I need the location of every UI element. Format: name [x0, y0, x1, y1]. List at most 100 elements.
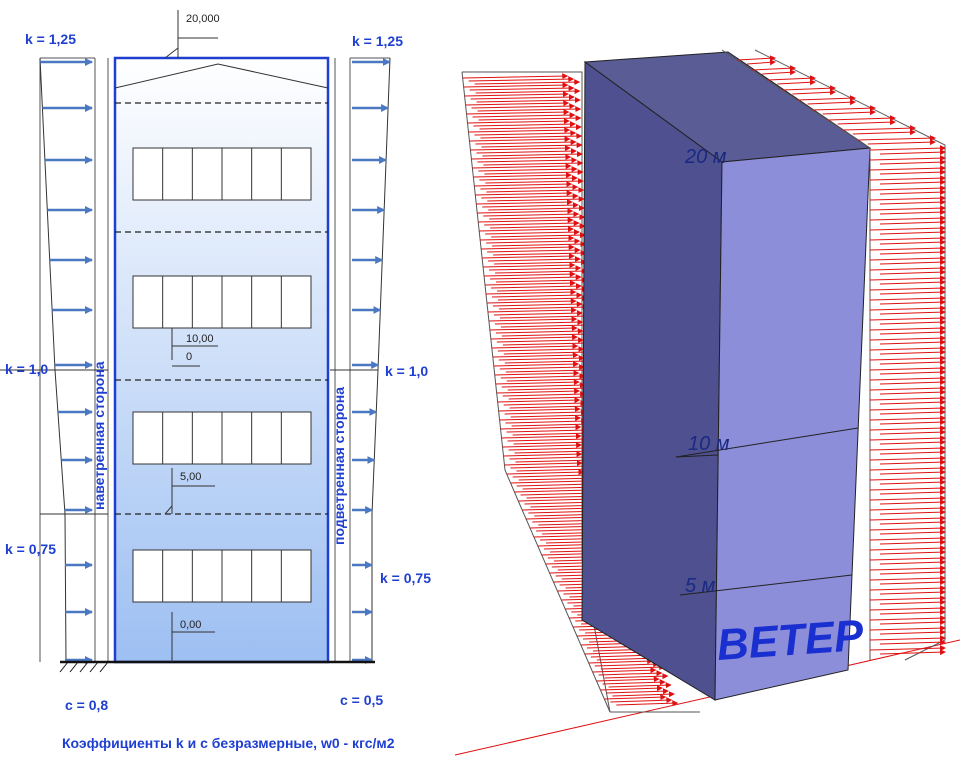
red-wind-arrow — [869, 605, 946, 612]
red-wind-arrow — [476, 97, 581, 104]
red-wind-arrow — [869, 305, 946, 312]
red-wind-arrow — [869, 595, 946, 602]
red-wind-arrow — [486, 298, 577, 305]
elevation-diagram: 20,000 10,00 0 5,00 0,00 наветренная сто… — [0, 10, 431, 751]
red-wind-arrow — [468, 76, 575, 83]
red-wind-arrow — [487, 307, 578, 314]
red-wind-arrow — [486, 187, 585, 194]
leeward-load-profile — [330, 57, 391, 664]
red-wind-arrow — [499, 313, 590, 320]
red-wind-arrow — [510, 478, 588, 485]
k-mid-right: k = 1,0 — [385, 363, 428, 379]
red-wind-arrow — [879, 359, 946, 366]
red-wind-arrow — [498, 304, 589, 311]
red-wind-arrow — [869, 465, 946, 472]
red-wind-arrow — [869, 475, 946, 482]
red-wind-arrow — [499, 415, 582, 422]
red-wind-arrow — [489, 214, 586, 221]
red-wind-arrow — [472, 163, 572, 170]
red-wind-arrow — [604, 673, 669, 680]
red-wind-arrow — [496, 277, 588, 284]
windward-side-label: наветренная сторона — [91, 361, 107, 510]
red-wind-arrow — [879, 329, 946, 336]
red-wind-arrow — [879, 259, 946, 266]
red-wind-arrow — [879, 159, 946, 166]
elevation-top-label: 20,000 — [186, 13, 220, 25]
red-wind-arrow — [879, 439, 946, 446]
elevation-mid-zero-label: 0 — [186, 351, 192, 363]
red-wind-arrow — [466, 109, 570, 116]
red-wind-arrow — [869, 325, 946, 332]
red-wind-arrow — [480, 184, 579, 191]
windward-load-profile — [0, 57, 109, 664]
red-wind-arrow — [869, 225, 946, 232]
red-wind-arrow — [503, 400, 587, 407]
red-wind-arrow — [869, 245, 946, 252]
red-wind-arrow — [492, 352, 579, 359]
red-wind-arrow — [879, 199, 946, 206]
red-wind-arrow — [514, 448, 595, 455]
red-wind-arrow — [822, 109, 876, 116]
red-wind-arrow — [869, 285, 946, 292]
red-wind-arrow — [869, 185, 946, 192]
red-wind-arrow — [869, 295, 946, 302]
red-wind-arrow — [494, 259, 588, 266]
red-wind-arrow — [502, 442, 583, 449]
red-wind-arrow — [495, 328, 584, 335]
red-wind-arrow — [502, 340, 591, 347]
red-wind-arrow — [498, 406, 581, 413]
red-wind-arrow — [869, 555, 946, 562]
leeward-load-field — [721, 49, 946, 661]
elevation-low-label: 5,00 — [180, 471, 201, 483]
red-wind-arrow — [869, 525, 946, 532]
red-wind-arrow — [869, 255, 946, 262]
red-wind-arrow — [465, 100, 570, 107]
red-wind-arrow — [879, 589, 946, 596]
red-wind-arrow — [879, 499, 946, 506]
elevation-ground-label: 0,00 — [180, 619, 201, 631]
red-wind-arrow — [869, 575, 946, 582]
red-wind-arrow — [879, 289, 946, 296]
red-wind-arrow — [762, 69, 796, 76]
red-wind-arrow — [510, 412, 593, 419]
red-wind-arrow — [500, 424, 582, 431]
red-wind-arrow — [792, 89, 836, 96]
red-wind-arrow — [484, 220, 580, 227]
red-wind-arrow — [879, 419, 946, 426]
red-wind-arrow — [488, 205, 585, 212]
red-wind-arrow — [879, 559, 946, 566]
red-wind-arrow — [594, 661, 660, 668]
red-wind-arrow — [476, 148, 577, 155]
red-wind-arrow — [506, 427, 588, 434]
red-wind-arrow — [869, 365, 946, 372]
red-wind-arrow — [512, 430, 594, 437]
red-wind-arrow — [484, 271, 576, 278]
red-wind-arrow — [879, 649, 946, 656]
red-wind-arrow — [490, 223, 586, 230]
level-5-label: 5 м — [685, 575, 716, 597]
red-wind-arrow — [501, 382, 586, 389]
red-wind-arrow — [473, 121, 576, 128]
red-wind-arrow — [869, 585, 946, 592]
red-wind-arrow — [879, 569, 946, 576]
red-wind-arrow — [867, 139, 936, 146]
red-wind-arrow — [480, 133, 583, 140]
red-wind-arrow — [869, 385, 946, 392]
red-wind-arrow — [505, 367, 592, 374]
red-wind-arrow — [747, 59, 776, 66]
red-wind-arrow — [596, 676, 660, 683]
red-wind-arrow — [879, 619, 946, 626]
windward-arrows — [40, 58, 93, 664]
red-wind-arrow — [869, 175, 946, 182]
red-wind-arrow — [777, 79, 816, 86]
window-bands — [132, 147, 312, 603]
red-wind-arrow — [464, 91, 569, 98]
leeward-arrow-field — [737, 55, 946, 656]
red-wind-arrow — [869, 155, 946, 162]
red-wind-arrow — [478, 217, 574, 224]
red-wind-arrow — [782, 85, 836, 92]
leeward-arrows — [352, 58, 391, 664]
red-wind-arrow — [499, 364, 586, 371]
red-wind-arrow — [498, 355, 585, 362]
